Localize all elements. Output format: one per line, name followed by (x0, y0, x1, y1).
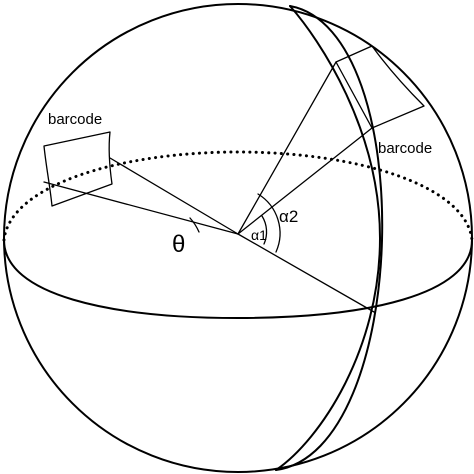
meridian-front-arc (275, 5, 384, 471)
ray-mid-right (237, 127, 373, 235)
barcode-left-patch (43, 131, 113, 207)
alpha1-arc (261, 215, 268, 245)
alpha1-label: α1 (251, 227, 267, 243)
equator-front-arc (3, 239, 473, 319)
alpha2-label: α2 (279, 207, 298, 226)
barcode-right-patch (335, 45, 425, 129)
theta-label: θ (172, 231, 185, 258)
meridian-arc (275, 5, 381, 471)
equator-back-arc (2, 150, 474, 242)
ray-upper-left (109, 157, 239, 235)
theta-arc (189, 217, 200, 233)
sphere-outline (3, 3, 473, 473)
ray-upper-right (237, 61, 337, 235)
barcode-right-label: barcode (378, 140, 432, 157)
barcode-left-label: barcode (48, 111, 102, 128)
alpha2-arc (257, 193, 281, 253)
ray-lower-left (43, 181, 239, 235)
ray-lower-right (237, 233, 375, 313)
